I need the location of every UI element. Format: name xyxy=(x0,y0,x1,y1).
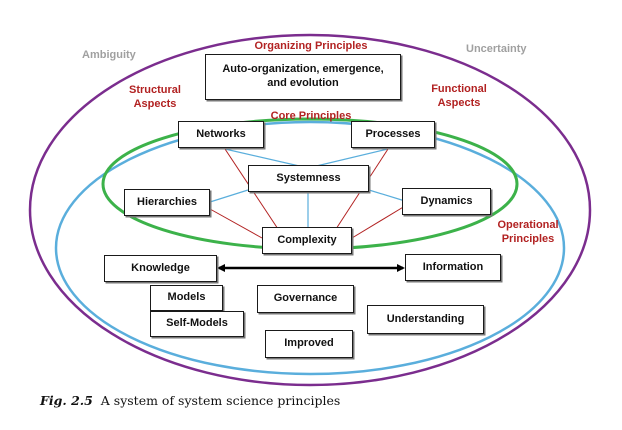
middle-ellipse xyxy=(54,120,566,376)
ambiguity-label: Ambiguity xyxy=(82,49,136,61)
models-box: Models xyxy=(150,285,223,311)
governance-box: Governance xyxy=(257,285,354,313)
figure-caption-text: A system of system science principles xyxy=(100,393,341,408)
knowledge-box: Knowledge xyxy=(104,255,217,282)
complexity-box: Complexity xyxy=(262,227,352,254)
dynamics-box: Dynamics xyxy=(402,188,491,215)
figure-number: Fig. 2.5 xyxy=(40,393,93,408)
functional-aspects-label: Functional Aspects xyxy=(431,83,487,109)
improved-box: Improved xyxy=(265,330,353,358)
processes-box: Processes xyxy=(351,121,435,148)
organizing-principles-label: Organizing Principles xyxy=(254,40,368,52)
structural-aspects-label: Structural Aspects xyxy=(129,84,181,110)
complexity-connectors xyxy=(209,148,406,239)
understanding-box: Understanding xyxy=(367,305,484,334)
networks-box: Networks xyxy=(178,121,264,148)
systemness-connectors xyxy=(209,148,406,228)
uncertainty-label: Uncertainty xyxy=(466,43,527,55)
information-box: Information xyxy=(405,254,501,281)
hierarchies-box: Hierarchies xyxy=(124,189,210,216)
auto-organization-box: Auto-organization, emergence, and evolut… xyxy=(205,54,401,100)
figure-caption: Fig. 2.5 A system of system science prin… xyxy=(40,393,340,408)
operational-principles-label: Operational Principles xyxy=(497,219,559,245)
outer-ellipse xyxy=(28,33,592,387)
systemness-box: Systemness xyxy=(248,165,369,192)
core-principles-label: Core Principles xyxy=(270,110,352,122)
self-models-box: Self-Models xyxy=(150,311,244,337)
